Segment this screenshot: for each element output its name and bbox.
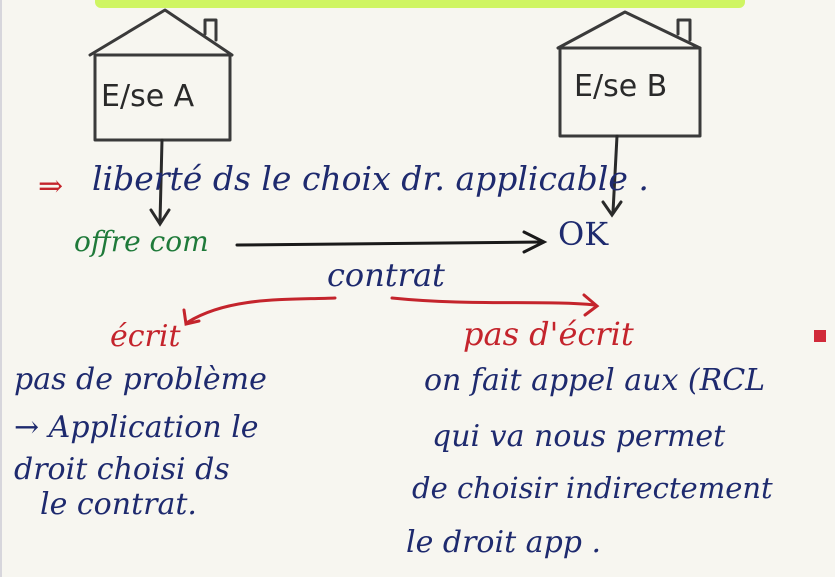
unwritten-line-2: qui va nous permet [432, 419, 726, 454]
freedom-arrow: ⇒ [38, 169, 64, 204]
unwritten-line-1: on fait appel aux (RCL [424, 363, 766, 398]
house-a-icon [88, 8, 234, 142]
contract-label: contrat [327, 256, 445, 294]
written-line-3: droit choisi ds [14, 452, 230, 487]
notebook-margin-line [0, 0, 2, 577]
freedom-note-text: liberté ds le choix dr. applicable . [92, 159, 649, 198]
unwritten-line-3: de choisir indirectement [412, 471, 773, 505]
written-line-1: pas de problème [14, 362, 267, 397]
written-line-4: le contrat. [40, 487, 197, 522]
arrow-down-a-icon [149, 138, 171, 227]
branch-left-curve-icon [182, 296, 337, 326]
company-b-label: E/se B [574, 69, 668, 104]
branch-right-curve-icon [390, 293, 600, 317]
written-line-2: → Application le [14, 410, 259, 445]
red-corner-mark-icon [814, 330, 826, 342]
acceptance-label: OK [558, 215, 609, 253]
offer-label: offre com [74, 225, 209, 258]
unwritten-line-4: le droit app . [406, 525, 602, 560]
arrow-down-b-icon [601, 134, 623, 218]
unwritten-heading: pas d'écrit [463, 315, 634, 353]
top-highlighter-stroke [95, 0, 745, 8]
written-heading: écrit [110, 319, 181, 354]
house-b-icon [556, 10, 702, 138]
arrow-offer-to-ok-icon [235, 230, 548, 254]
company-a-label: E/se A [101, 79, 195, 114]
